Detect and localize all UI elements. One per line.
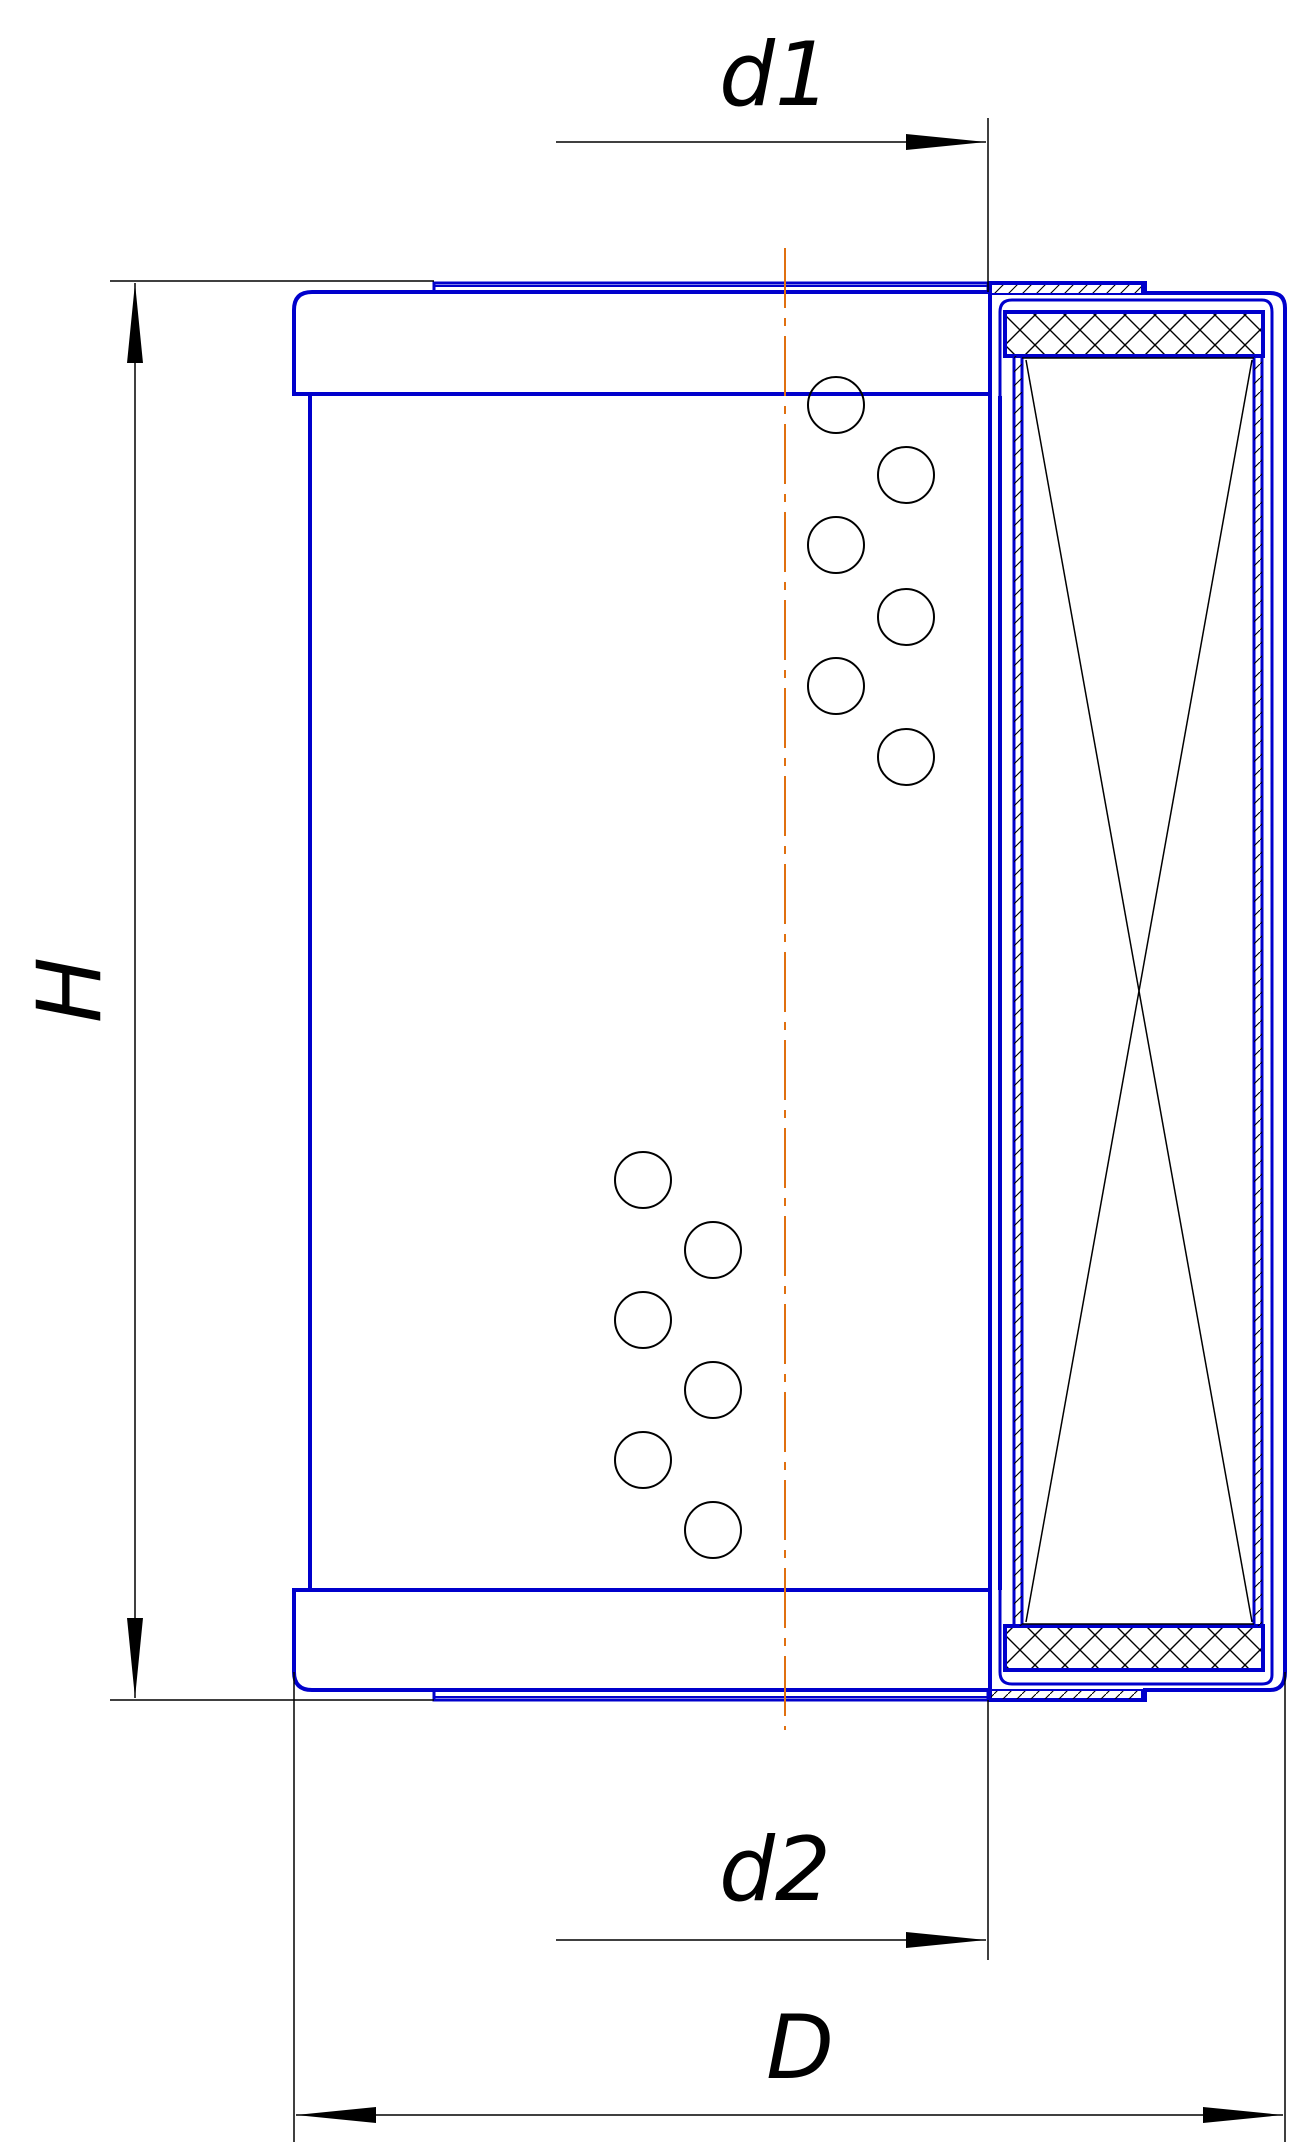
hole bbox=[807, 657, 865, 715]
hole bbox=[877, 728, 935, 786]
bottom-end-cap bbox=[292, 1588, 992, 1702]
hole bbox=[684, 1501, 742, 1559]
filter-body bbox=[308, 396, 1002, 1590]
top-end-cap bbox=[292, 281, 992, 396]
top-lip-hatch bbox=[989, 283, 1143, 295]
section-wall-hatch-right bbox=[1254, 356, 1262, 1626]
hole bbox=[614, 1151, 672, 1209]
hole bbox=[614, 1431, 672, 1489]
section-inner-shell bbox=[998, 298, 1274, 1686]
section-view bbox=[988, 281, 1287, 1702]
hole bbox=[684, 1221, 742, 1279]
label-d2: d2 bbox=[719, 1818, 831, 1921]
top-cap-outline bbox=[292, 290, 992, 396]
bottom-seal bbox=[1003, 1624, 1265, 1672]
perforation-holes bbox=[614, 376, 935, 1559]
hole bbox=[807, 516, 865, 574]
section-wall-hatch-left bbox=[1014, 356, 1022, 1626]
hole bbox=[684, 1361, 742, 1419]
hole bbox=[807, 376, 865, 434]
hole bbox=[877, 446, 935, 504]
media-diagonal-2 bbox=[1025, 359, 1253, 1623]
hole bbox=[877, 588, 935, 646]
top-seal bbox=[1003, 310, 1265, 358]
hole bbox=[614, 1291, 672, 1349]
dimensions bbox=[110, 118, 1286, 2142]
bottom-cap-outline bbox=[292, 1588, 992, 1692]
bottom-lip-hatch bbox=[989, 1689, 1143, 1701]
section-outer-shell bbox=[988, 281, 1287, 1702]
label-d1: d1 bbox=[719, 23, 831, 126]
label-H: H bbox=[18, 957, 121, 1023]
label-D: D bbox=[766, 1996, 834, 2099]
